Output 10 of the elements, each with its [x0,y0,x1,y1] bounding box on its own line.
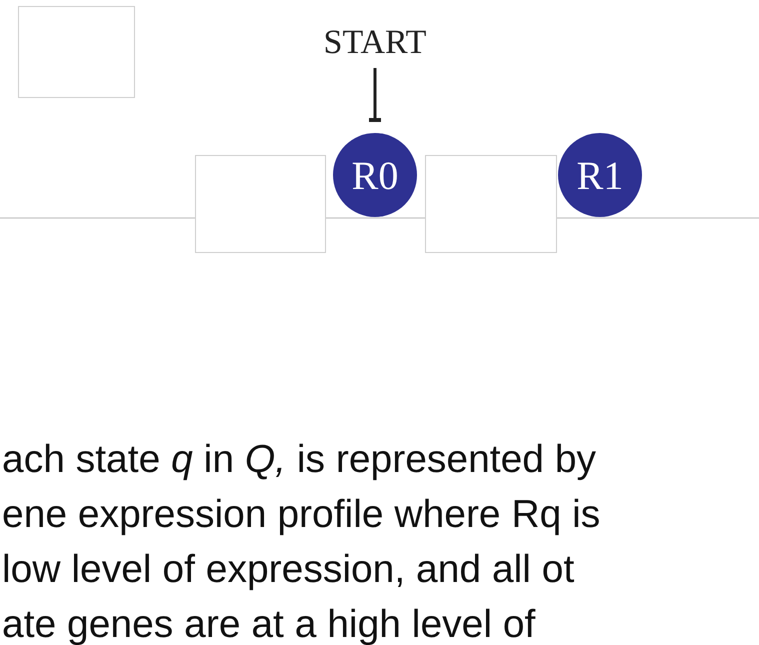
empty-box [425,155,557,253]
empty-box [195,155,326,253]
repressor-circle: R1 [558,133,642,217]
description-text: ach state q in Q, is represented by [2,437,596,483]
repression-connector [367,68,383,122]
description-text: ene expression profile where Rq is [2,492,600,538]
start-label: START [300,20,450,66]
empty-box [18,6,135,98]
description-text: low level of expression, and all ot [2,547,574,593]
repressor-circle: R0 [333,133,417,217]
